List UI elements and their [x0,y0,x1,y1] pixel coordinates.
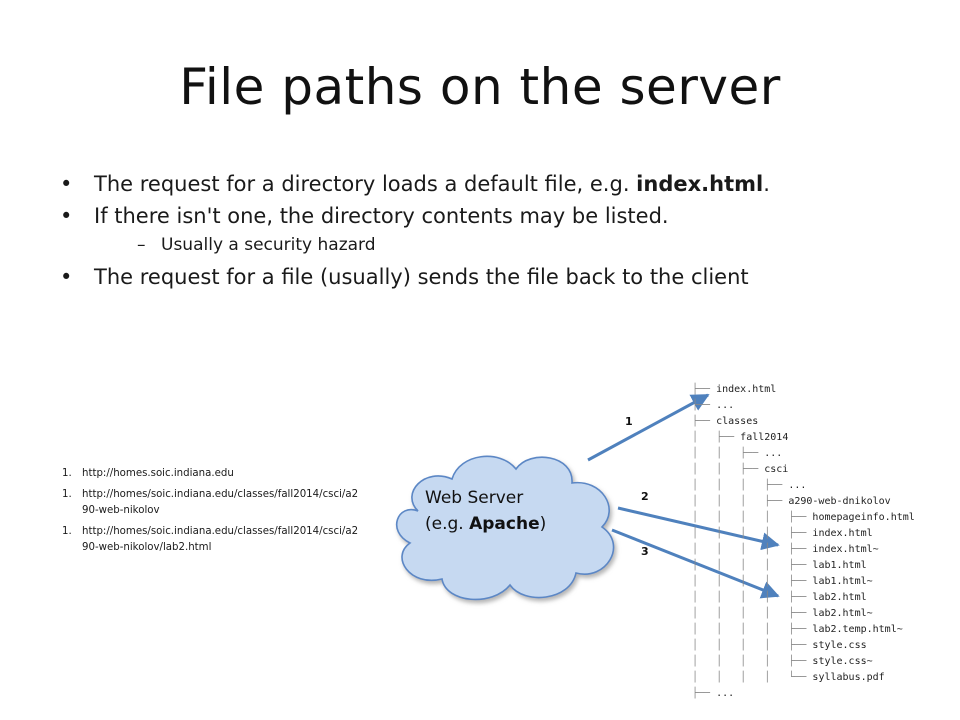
slide-title: File paths on the server [179,58,781,116]
url-number: 1. [62,468,72,479]
tree-entry: │ │ ├── csci [692,462,915,478]
arrow-label-2: 2 [641,490,649,503]
tree-entry-name: lab2.html~ [812,608,873,619]
cloud-icon [396,455,615,601]
url-item: 1. http://homes/soic.indiana.edu/classes… [62,487,362,519]
tree-entry: │ │ │ │ ├── index.html~ [692,542,915,558]
bullet-bold-text: index.html [636,172,764,196]
arrow-1 [587,393,710,462]
tree-guide: │ │ │ ├── [692,496,789,507]
url-text: http://homes/soic.indiana.edu/classes/fa… [82,489,359,516]
sub-bullet-security-hazard: Usually a security hazard [137,234,940,256]
tree-entry: ├── ... [692,398,915,414]
tree-entry: │ │ │ │ ├── style.css [692,638,915,654]
tree-guide: │ │ │ │ ├── [692,592,813,603]
url-text: http://homes/soic.indiana.edu/classes/fa… [82,526,359,553]
tree-entry: │ │ │ │ ├── lab1.html [692,558,915,574]
tree-entry-name: fall2014 [740,432,789,443]
tree-guide: │ │ │ │ ├── [692,576,813,587]
tree-guide: ├── [692,400,717,411]
tree-entry: │ │ │ ├── ... [692,478,915,494]
tree-entry-name: index.html~ [812,544,879,555]
tree-entry-name: ... [716,688,735,699]
tree-entry: │ │ │ ├── a290-web-dnikolov [692,494,915,510]
tree-guide: │ │ │ │ ├── [692,560,813,571]
tree-entry-name: style.css [812,640,867,651]
bullet-default-file: The request for a directory loads a defa… [60,170,940,198]
bullet-text-end: . [763,172,770,196]
tree-guide: │ │ │ ├── [692,480,789,491]
tree-entry-name: index.html [812,528,873,539]
url-list: 1. http://homes.soic.indiana.edu 1. http… [62,466,362,561]
tree-guide: │ │ ├── [692,448,765,459]
tree-entry: │ │ ├── ... [692,446,915,462]
cloud-line-2-bold: Apache [469,514,540,534]
tree-entry: │ │ │ │ ├── lab2.html [692,590,915,606]
tree-entry-name: lab2.html [812,592,867,603]
tree-entry-name: classes [716,416,759,427]
cloud-line-2: (e.g. Apache) [425,511,546,537]
tree-entry: │ │ │ │ ├── homepageinfo.html [692,510,915,526]
tree-guide: │ │ │ │ ├── [692,656,813,667]
tree-guide: ├── [692,416,717,427]
bullet-list: The request for a directory loads a defa… [60,170,940,295]
tree-entry-name: csci [764,464,789,475]
bullet-file-request: The request for a file (usually) sends t… [60,263,940,291]
cloud-line-1: Web Server [425,488,524,508]
tree-guide: │ │ │ │ ├── [692,640,813,651]
cloud-line-2-post: ) [539,514,547,534]
arrow-label-1: 1 [625,415,633,428]
url-item: 1. http://homes/soic.indiana.edu/classes… [62,524,362,556]
tree-entry-name: ... [716,400,735,411]
tree-entry-name: style.css~ [812,656,873,667]
tree-guide: │ │ │ │ ├── [692,528,813,539]
arrow-label-3: 3 [641,545,649,558]
bullet-text: The request for a directory loads a defa… [94,172,637,196]
tree-entry: │ │ │ │ ├── lab2.temp.html~ [692,622,915,638]
tree-entry-name: lab1.html [812,560,867,571]
tree-guide: │ │ ├── [692,464,765,475]
arrow-2 [617,506,780,551]
tree-entry: ├── classes [692,414,915,430]
tree-entry-name: lab1.html~ [812,576,873,587]
cloud-line-2-pre: (e.g. [425,514,470,534]
tree-entry-name: homepageinfo.html [812,512,915,523]
tree-entry: │ ├── fall2014 [692,430,915,446]
tree-guide: │ ├── [692,432,741,443]
tree-guide: ├── [692,688,717,699]
tree-entry: ├── ... [692,686,915,702]
tree-entry-name: lab2.temp.html~ [812,624,903,635]
tree-entry: │ │ │ │ ├── style.css~ [692,654,915,670]
tree-guide: │ │ │ │ └── [692,672,813,683]
tree-entry: │ │ │ │ ├── lab2.html~ [692,606,915,622]
tree-entry-name: syllabus.pdf [812,672,885,683]
tree-entry: │ │ │ │ ├── lab1.html~ [692,574,915,590]
tree-entry: ├── index.html [692,382,915,398]
tree-guide: │ │ │ │ ├── [692,512,813,523]
url-number: 1. [62,526,72,537]
tree-entry-name: index.html [716,384,777,395]
tree-guide: │ │ │ │ ├── [692,608,813,619]
cloud-label: Web Server (e.g. Apache) [425,485,546,537]
tree-guide: │ │ │ │ ├── [692,624,813,635]
bullet-directory-listing: If there isn't one, the directory conten… [60,202,940,230]
tree-guide: │ │ │ │ ├── [692,544,813,555]
arrow-3 [611,528,780,599]
tree-entry-name: ... [788,480,807,491]
url-text: http://homes.soic.indiana.edu [82,468,234,479]
url-item: 1. http://homes.soic.indiana.edu [62,466,362,482]
tree-entry-name: ... [764,448,783,459]
url-number: 1. [62,489,72,500]
tree-entry-name: a290-web-dnikolov [788,496,891,507]
tree-entry: │ │ │ │ └── syllabus.pdf [692,670,915,686]
tree-entry: │ │ │ │ ├── index.html [692,526,915,542]
directory-tree: ├── index.html├── ...├── classes│ ├── fa… [692,382,915,702]
tree-guide: ├── [692,384,717,395]
